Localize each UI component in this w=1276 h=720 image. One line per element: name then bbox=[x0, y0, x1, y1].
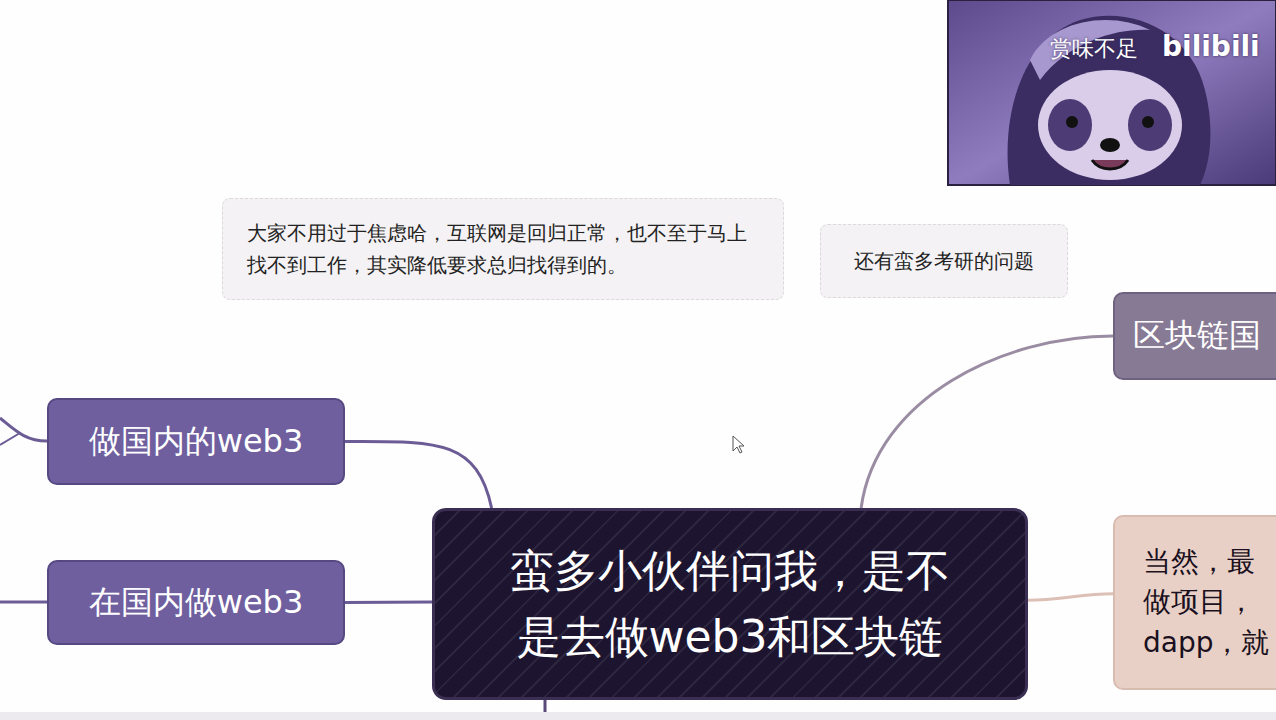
branch-connector bbox=[861, 336, 1113, 508]
watermark: bilibili bbox=[1162, 30, 1260, 63]
topic-box: 做国内的web3 bbox=[47, 398, 345, 485]
note-box: 还有蛮多考研的问题 bbox=[820, 224, 1068, 298]
branch-connector bbox=[1028, 594, 1113, 600]
topic-box: 当然，最 做项目， dapp，就 bbox=[1113, 515, 1276, 690]
central-topic: 蛮多小伙伴问我，是不是去做web3和区块链 bbox=[432, 508, 1028, 700]
branch-connector bbox=[345, 441, 492, 508]
channel-name: 赏味不足 bbox=[1050, 34, 1138, 64]
topic-box: 在国内做web3 bbox=[47, 560, 345, 645]
node-text: 还有蛮多考研的问题 bbox=[854, 247, 1034, 275]
branch-line bbox=[0, 433, 20, 445]
topic-box: 区块链国 bbox=[1113, 292, 1276, 380]
node-text: 在国内做web3 bbox=[89, 582, 304, 624]
node-text: 区块链国 bbox=[1133, 315, 1261, 357]
node-text: 大家不用过于焦虑哈，互联网是回归正常，也不至于马上找不到工作，其实降低要求总归找… bbox=[247, 217, 747, 281]
node-text: 做国内的web3 bbox=[89, 421, 304, 463]
scroll-strip bbox=[0, 712, 1276, 720]
branch-line bbox=[0, 418, 47, 441]
note-box: 大家不用过于焦虑哈，互联网是回归正常，也不至于马上找不到工作，其实降低要求总归找… bbox=[222, 198, 784, 300]
mouse-cursor bbox=[733, 436, 744, 453]
thumbnail bbox=[948, 0, 1276, 185]
branch-line bbox=[0, 601, 47, 604]
node-text: 当然，最 做项目， dapp，就 bbox=[1143, 542, 1273, 664]
branch-connector bbox=[345, 601, 432, 604]
node-text: 蛮多小伙伴问我，是不是去做web3和区块链 bbox=[499, 538, 961, 670]
